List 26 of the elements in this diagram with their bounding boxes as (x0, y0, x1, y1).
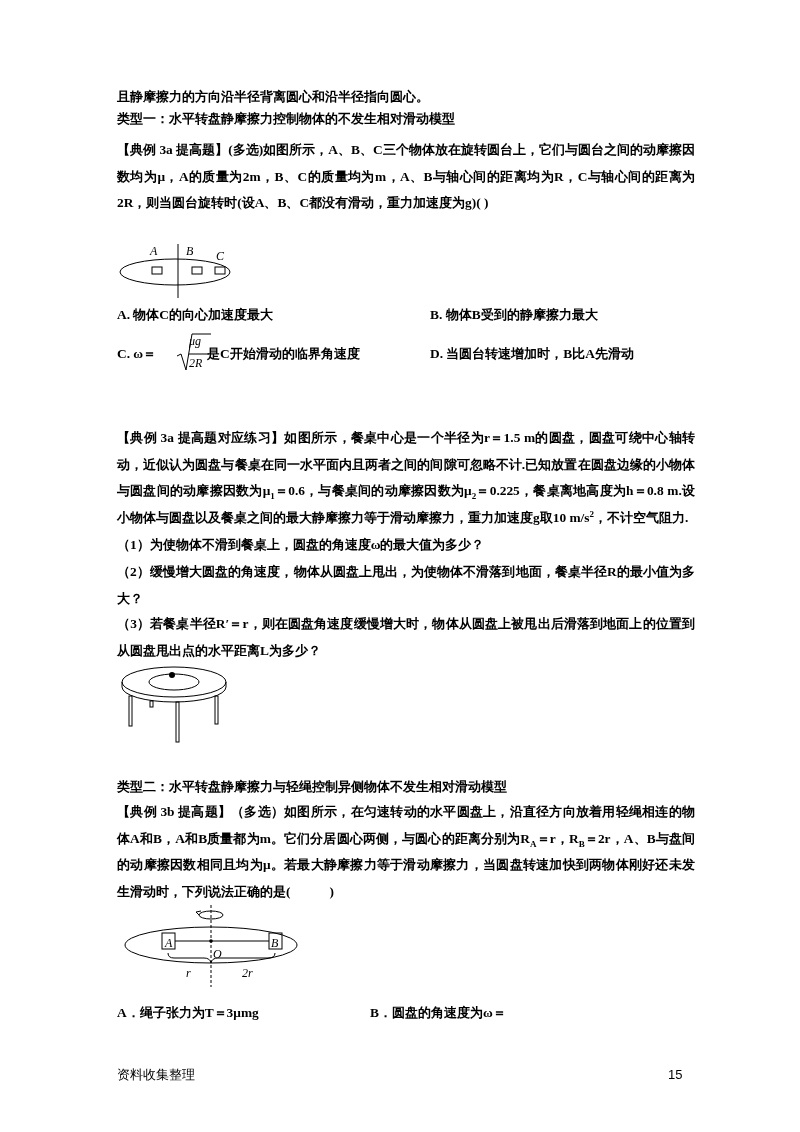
figure-label: A (165, 936, 173, 950)
figure-label: 2r (242, 966, 253, 980)
option-text: B．圆盘的角速度为ω＝ (370, 1004, 506, 1022)
page-number: 15 (668, 1066, 683, 1084)
body-text: 且静摩擦力的方向沿半径背离圆心和沿半径指向圆心。 (117, 88, 429, 106)
question-text: （2）缓慢增大圆盘的角速度，物体从圆盘上甩出，为使物体不滑落到地面，餐桌半径R的最小值为多大？ (117, 563, 695, 608)
option-text: B. 物体B受到的静摩擦力最大 (430, 306, 598, 324)
question-text: （1）为使物体不滑到餐桌上，圆盘的角速度ω的最大值为多少？ (117, 536, 485, 554)
figure-label: r (186, 966, 191, 980)
figure-label: B (271, 936, 279, 950)
figure-label: C (216, 249, 224, 263)
option-text: C. ω＝ (117, 345, 157, 363)
option-text: 是C开始滑动的临界角速度 (207, 345, 360, 363)
figure-label: A (150, 244, 158, 258)
option-text: A．绳子张力为T＝3μmg (117, 1004, 259, 1022)
section-heading: 类型一：水平转盘静摩擦力控制物体的不发生相对滑动模型 (117, 110, 455, 128)
option-text: D. 当圆台转速增加时，B比A先滑动 (430, 345, 634, 363)
problem-text: 【典例 3a 提高题】(多选)如图所示，A、B、C三个物体放在旋转圆台上，它们与圆台之间的动摩擦因数均为μ，A的质量为2m，B、C的质量均为m，A、B与轴心间的距离均为R，C与轴心间的距离为2R，则当圆台旋转时(设A、B、C都没有滑动，重力加速度为g)( ) (117, 141, 695, 212)
problem-text: 【典例 3a 提高题对应练习】如图所示，餐桌中心是一个半径为r＝1.5 m的圆盘，圆盘可绕中心轴转动，近似认为圆盘与餐桌在同一水平面内且两者之间的间隙可忽略不计.已知放置在圆盘边缘的小物体与圆盘间的动摩擦因数为μ$_{1}$＝0.6，与餐桌间的动摩擦因数为μ$_{2}$＝0.225，餐桌离地高度为h＝0.8 m.设小物体与圆盘以及餐桌之间的最大静摩擦力等于滑动摩擦力，重力加速度g取10 m/s$^{2}$，不计空气阻力. (117, 429, 695, 527)
question-text: （3）若餐桌半径R′＝r，则在圆盘角速度缓慢增大时，物体从圆盘上被甩出后滑落到地面上的位置到从圆盘甩出点的水平距离L为多少？ (117, 615, 695, 660)
option-text: A. 物体C的向心加速度最大 (117, 306, 274, 324)
problem-text: 【典例 3b 提高题】（多选）如图所示，在匀速转动的水平圆盘上，沿直径方向放着用轻绳相连的物体A和B，A和B质量都为m。它们分居圆心两侧，与圆心的距离分别为R$_{A}$＝r，R$_{B}$＝2r，A、B与盘间的动摩擦因数相同且均为μ。若最大静摩擦力等于滑动摩擦力，当圆盘转速加快到两物体刚好还未发生滑动时，下列说法正确的是( ) (117, 803, 695, 901)
figure-label: B (186, 244, 194, 258)
section-heading: 类型二：水平转盘静摩擦力与轻绳控制异侧物体不发生相对滑动模型 (117, 778, 507, 796)
footer-text: 资料收集整理 (117, 1066, 195, 1084)
figure-label: O (213, 947, 222, 961)
